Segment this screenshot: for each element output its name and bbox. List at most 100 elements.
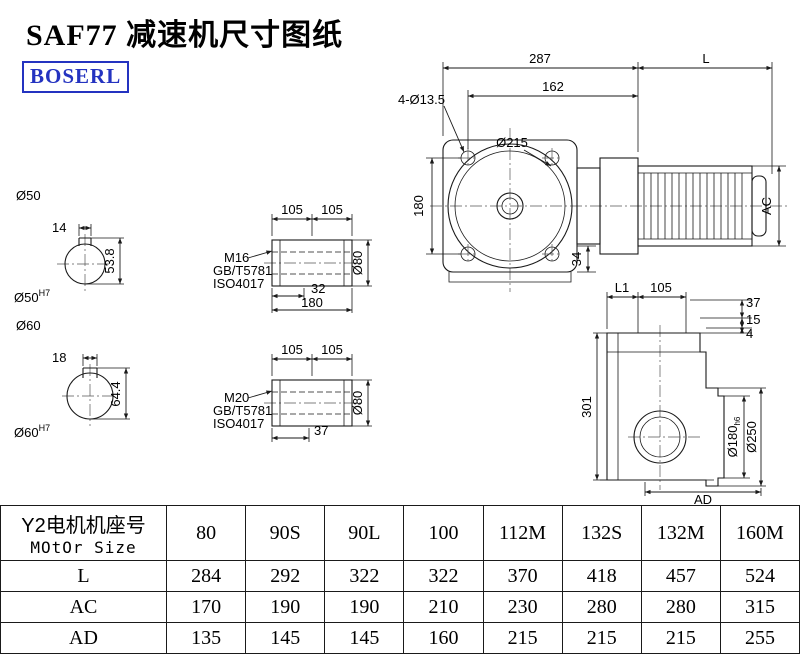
hs1-105-left-label: 105 (281, 202, 303, 217)
shaft50-keyway (78, 237, 92, 246)
dim-value-cell: 280 (561, 591, 642, 623)
dim-value-cell: 170 (165, 591, 247, 623)
frame-size-col-header: 100 (403, 505, 484, 561)
motor-end-cap (751, 175, 767, 237)
dim-value-cell: 160 (403, 622, 484, 654)
flange-dia-label: Ø215 (496, 135, 528, 150)
hs1-extension-lines (271, 214, 372, 313)
motor-body-lines (638, 172, 752, 240)
dim-value-cell: 145 (324, 622, 405, 654)
side-4-label: 4 (746, 326, 753, 341)
table-row-AD: AD 135 145 145 160 215 215 215 255 (0, 622, 800, 654)
dim-AC-label: AC (759, 197, 774, 215)
dim-287-label: 287 (529, 51, 551, 66)
dim-value-cell: 292 (245, 560, 326, 592)
hs2-thread-leader (247, 390, 273, 399)
dim-value-cell: 215 (482, 622, 563, 654)
frame-size-col-header: 112M (482, 505, 563, 561)
frame-size-col-header: 80 (165, 505, 247, 561)
hs1-d80-label: Ø80 (350, 251, 365, 276)
front-view: 287 L 162 4-Ø13.5 Ø215 180 34 AC (398, 51, 788, 292)
shaft60-center-lines (62, 364, 118, 426)
front-extension-lines (426, 62, 786, 273)
hs1-thread-standard-label: GB/T5781 (213, 263, 272, 278)
frame-size-col-header: 160M (719, 505, 800, 561)
hs1-32-label: 32 (311, 281, 325, 296)
dim-162-label: 162 (542, 79, 564, 94)
dim-180-label: 180 (411, 195, 426, 217)
side-view: L1 105 37 15 4 301 Ø180h6 Ø250 AD (579, 280, 766, 505)
motor-dimension-table: Y2电机机座号 MOtOr Size 80 90S 90L 100 112M 1… (0, 505, 800, 654)
row-label-cell: AD (0, 622, 167, 654)
hs2-outline (271, 379, 353, 427)
flange-dia-leader (523, 149, 552, 167)
side-flange-dia-label: Ø250 (744, 421, 759, 453)
dim-value-cell: 370 (482, 560, 563, 592)
dim-value-cell: 524 (719, 560, 800, 592)
holes-leader (443, 105, 465, 153)
shaft60-label: Ø60 (16, 318, 41, 333)
shaft-bore-circle (496, 192, 524, 220)
motor-size-header-cn: Y2电机机座号 (21, 515, 146, 537)
flange-inner-circle (454, 150, 566, 262)
shaft-section-60: Ø60 18 64.4 Ø60H7 (14, 318, 130, 440)
hs2-bore-hidden-lines (272, 391, 352, 415)
holes-note-label: 4-Ø13.5 (398, 92, 445, 107)
bolt-hole-center-marks (458, 148, 562, 264)
side-301-label: 301 (579, 396, 594, 418)
hs1-thread-leader (247, 250, 273, 259)
technical-drawing: 287 L 162 4-Ø13.5 Ø215 180 34 AC Ø50 14 … (14, 51, 788, 505)
shaft50-label: Ø50 (16, 188, 41, 203)
dim-value-cell: 135 (165, 622, 247, 654)
row-label-cell: L (0, 560, 167, 592)
dim-value-cell: 255 (719, 622, 800, 654)
side-output-circle-inner (639, 416, 681, 458)
shaft60-keyway (82, 367, 98, 378)
shaft-section-50: Ø50 14 53.8 Ø50H7 (14, 188, 124, 305)
hs1-thread-iso-label: ISO4017 (213, 276, 264, 291)
gearbox-base (448, 272, 572, 283)
dim-value-cell: 280 (640, 591, 721, 623)
table-row-AC: AC 170 190 190 210 230 280 280 315 (0, 591, 800, 623)
shaft50-key-width-label: 14 (52, 220, 66, 235)
side-37-label: 37 (746, 295, 760, 310)
hs1-105-right-label: 105 (321, 202, 343, 217)
dim-value-cell: 284 (165, 560, 247, 592)
hs2-thread-label: M20 (224, 390, 249, 405)
front-center-lines (430, 128, 788, 292)
side-L1-label: L1 (615, 280, 629, 295)
frame-size-col-header: 90L (324, 505, 405, 561)
hs1-outline (271, 239, 353, 287)
hs2-105-right-label: 105 (321, 342, 343, 357)
side-output-circle-outer (633, 410, 687, 464)
flange-spigot-circle (447, 143, 573, 269)
dim-34-label: 34 (569, 252, 584, 266)
side-AD-label: AD (694, 492, 712, 505)
dim-value-cell: 315 (719, 591, 800, 623)
side-extension-lines (593, 292, 766, 496)
hs2-105-left-label: 105 (281, 342, 303, 357)
hs2-thread-standard-label: GB/T5781 (213, 403, 272, 418)
frame-size-col-header: 90S (245, 505, 326, 561)
hs2-steps (279, 380, 345, 426)
dim-value-cell: 230 (482, 591, 563, 623)
hollow-shaft-2: 105 105 M20 GB/T5781 ISO4017 37 Ø80 (213, 342, 372, 442)
dim-value-cell: 190 (245, 591, 326, 623)
hs1-180-label: 180 (301, 295, 323, 310)
hs1-steps (279, 240, 345, 286)
shaft50-bore-label: Ø50H7 (14, 288, 50, 305)
side-center-lines (628, 325, 700, 490)
side-15-label: 15 (746, 312, 760, 327)
table-header-row: Y2电机机座号 MOtOr Size 80 90S 90L 100 112M 1… (0, 505, 800, 561)
hs2-37-label: 37 (314, 423, 328, 438)
side-body-detail-lines (600, 333, 714, 481)
hs2-thread-iso-label: ISO4017 (213, 416, 264, 431)
shaft60-bore-label: Ø60H7 (14, 423, 50, 440)
shaft-bore-inner-circle (501, 197, 519, 215)
brand-logo: BOSERL (22, 61, 130, 93)
dim-value-cell: 418 (561, 560, 642, 592)
frame-size-col-header: 132M (640, 505, 721, 561)
dim-value-cell: 190 (324, 591, 405, 623)
motor-cooling-fins (643, 173, 743, 239)
motor-size-header-cell: Y2电机机座号 MOtOr Size (0, 505, 167, 561)
